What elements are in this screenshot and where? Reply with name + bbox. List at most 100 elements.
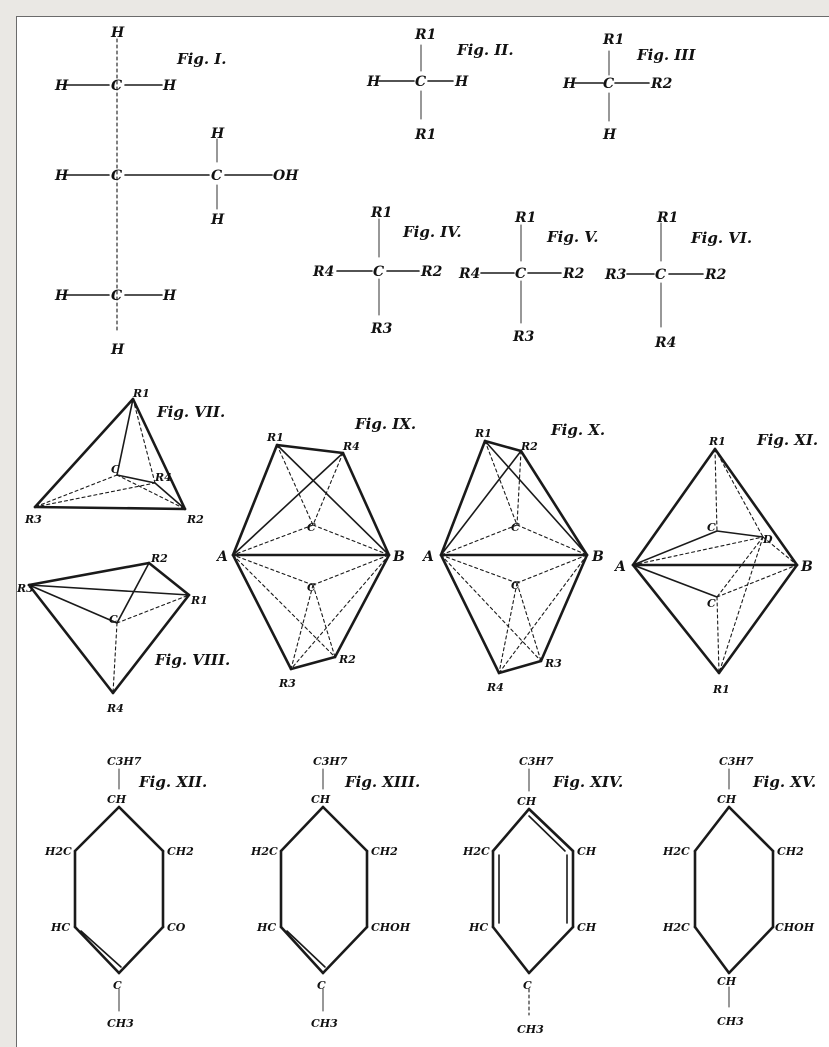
fig-vi-caption: Fig. VI. — [690, 229, 752, 247]
fig-xiv-group-c3h7: C3H7 — [519, 755, 554, 768]
fig-viii-sub-r2: R2 — [150, 552, 168, 565]
fig-xiii-group-ch2: CH2 — [371, 845, 398, 858]
fig-i-atom-c: C — [211, 168, 222, 184]
fig-iii-atom-h: H — [562, 76, 577, 92]
fig-ix-bipyramid: R1 R4 A B C C R3 R2 Fig. IX. — [215, 415, 416, 690]
fig-xiv-group-ch3: CH3 — [517, 1023, 544, 1036]
fig-xiii-caption: Fig. XIII. — [344, 773, 420, 791]
fig-vi-sub-r2: R2 — [704, 267, 727, 283]
figures-canvas: H H C H H C H C OH H H C H H Fig. I. R1 … — [17, 25, 818, 1036]
fig-iv-atom-c: C — [373, 264, 384, 280]
fig-xi-bipyramid: R1 A B C D C R1 Fig. XI. — [613, 431, 818, 696]
fig-xii-group-co: CO — [167, 921, 186, 934]
fig-v-caption: Fig. V. — [546, 228, 599, 246]
fig-i-atom-h: H — [210, 126, 225, 142]
fig-xi-caption: Fig. XI. — [756, 431, 818, 449]
fig-i-caption: Fig. I. — [176, 50, 227, 68]
fig-vii-caption: Fig. VII. — [156, 403, 225, 421]
fig-xii-caption: Fig. XII. — [138, 773, 207, 791]
fig-vii-sub-r3: R3 — [24, 513, 42, 526]
fig-x-bipyramid: R1 R2 A B C C R4 R3 Fig. X. — [421, 421, 605, 694]
fig-x-atom-a: A — [421, 549, 434, 565]
fig-i-atom-h: H — [210, 212, 225, 228]
fig-i-atom-oh: OH — [273, 168, 299, 184]
fig-vii-sub-r2: R2 — [186, 513, 204, 526]
fig-xiv-group-ch: CH — [517, 795, 537, 808]
fig-i-atom-h-bottom: H — [110, 342, 125, 358]
fig-xv-ring: C3H7 CH H2C CH2 H2C CHOH CH CH3 Fig. XV. — [662, 755, 816, 1028]
fig-i-atom-h: H — [162, 78, 177, 94]
fig-vii-sub-r4: R4 — [154, 471, 172, 484]
fig-x-atom-c-upper: C — [511, 521, 520, 534]
fig-ix-atom-c-lower: C — [307, 581, 316, 594]
fig-xii-group-c3h7: C3H7 — [107, 755, 142, 768]
fig-iii-sub-r2: R2 — [650, 76, 673, 92]
fig-xi-atom-c-upper: C — [707, 521, 716, 534]
fig-xiii-group-h2c: H2C — [250, 845, 278, 858]
fig-xv-group-h2c: H2C — [662, 921, 690, 934]
fig-ii-atom-h: H — [366, 74, 381, 90]
fig-v-structure: R1 R4 C R2 R3 Fig. V. — [458, 210, 599, 345]
fig-x-sub-r4: R4 — [486, 681, 504, 694]
fig-vii-tetrahedron: R1 C R4 R3 R2 Fig. VII. — [24, 387, 225, 526]
fig-xiii-group-ch3: CH3 — [311, 1017, 338, 1030]
fig-iii-structure: R1 H C R2 H Fig. III — [562, 32, 696, 143]
fig-i-structure: H H C H H C H C OH H H C H H Fig. I. — [54, 25, 299, 358]
fig-xii-group-ch2: CH2 — [167, 845, 194, 858]
fig-iv-sub-r4: R4 — [312, 264, 334, 280]
fig-v-sub-r4: R4 — [458, 266, 480, 282]
fig-i-atom-c: C — [111, 78, 122, 94]
fig-ix-atom-c-upper: C — [307, 521, 316, 534]
fig-xv-group-h2c: H2C — [662, 845, 690, 858]
fig-vi-atom-c: C — [655, 267, 666, 283]
fig-vi-sub-r1: R1 — [656, 210, 678, 226]
fig-xii-group-ch: CH — [107, 793, 127, 806]
fig-v-sub-r2: R2 — [562, 266, 585, 282]
fig-viii-caption: Fig. VIII. — [154, 651, 230, 669]
fig-ii-sub-r1: R1 — [414, 127, 436, 143]
fig-xv-group-ch: CH — [717, 793, 737, 806]
fig-xi-sub-r1-bottom: R1 — [712, 683, 730, 696]
fig-xiii-group-choh: CHOH — [371, 921, 411, 934]
fig-xv-group-ch: CH — [717, 975, 737, 988]
fig-viii-sub-r1: R1 — [190, 594, 208, 607]
fig-xi-atom-d: D — [762, 533, 773, 546]
fig-ix-caption: Fig. IX. — [354, 415, 416, 433]
fig-xiv-atom-c: C — [523, 979, 532, 992]
fig-iii-atom-c: C — [603, 76, 614, 92]
fig-iv-caption: Fig. IV. — [402, 223, 462, 241]
fig-ix-atom-a: A — [215, 549, 228, 565]
fig-xiv-group-ch: CH — [577, 845, 597, 858]
fig-x-atom-c-lower: C — [511, 579, 520, 592]
fig-v-sub-r1: R1 — [514, 210, 536, 226]
fig-xi-atom-c-lower: C — [707, 597, 716, 610]
fig-xv-group-choh: CHOH — [775, 921, 815, 934]
fig-x-atom-b: B — [591, 549, 604, 565]
fig-x-caption: Fig. X. — [550, 421, 605, 439]
fig-xiii-group-hc: HC — [256, 921, 276, 934]
fig-iv-sub-r2: R2 — [420, 264, 443, 280]
fig-xiv-group-h2c: H2C — [462, 845, 490, 858]
fig-viii-sub-r4: R4 — [106, 702, 124, 715]
fig-iii-caption: Fig. III — [636, 46, 696, 64]
fig-iv-sub-r1: R1 — [370, 205, 392, 221]
fig-ii-structure: R1 H C H R1 Fig. II. — [366, 27, 514, 143]
fig-vi-sub-r4: R4 — [654, 335, 676, 351]
fig-viii-tetrahedron: R2 R3 R1 C R4 Fig. VIII. — [17, 552, 230, 715]
fig-iv-structure: R1 R4 C R2 R3 Fig. IV. — [312, 205, 462, 337]
fig-v-atom-c: C — [515, 266, 526, 282]
fig-vii-sub-r1: R1 — [132, 387, 150, 400]
fig-x-sub-r3: R3 — [544, 657, 562, 670]
fig-xiv-ring: C3H7 CH H2C CH HC CH C CH3 Fig. XIV. — [462, 755, 623, 1036]
fig-vii-atom-c: C — [111, 463, 120, 476]
fig-ii-caption: Fig. II. — [456, 41, 514, 59]
fig-ix-atom-b: B — [392, 549, 405, 565]
fig-xi-atom-a: A — [613, 559, 626, 575]
fig-xii-ring: C3H7 CH H2C CH2 HC CO C CH3 Fig. XII. — [44, 755, 207, 1030]
fig-i-atom-c: C — [111, 168, 122, 184]
fig-xv-group-c3h7: C3H7 — [719, 755, 754, 768]
fig-xiii-ring: C3H7 CH H2C CH2 HC CHOH C CH3 Fig. XIII. — [250, 755, 420, 1030]
fig-viii-atom-c: C — [109, 613, 118, 626]
fig-i-atom-h: H — [54, 288, 69, 304]
